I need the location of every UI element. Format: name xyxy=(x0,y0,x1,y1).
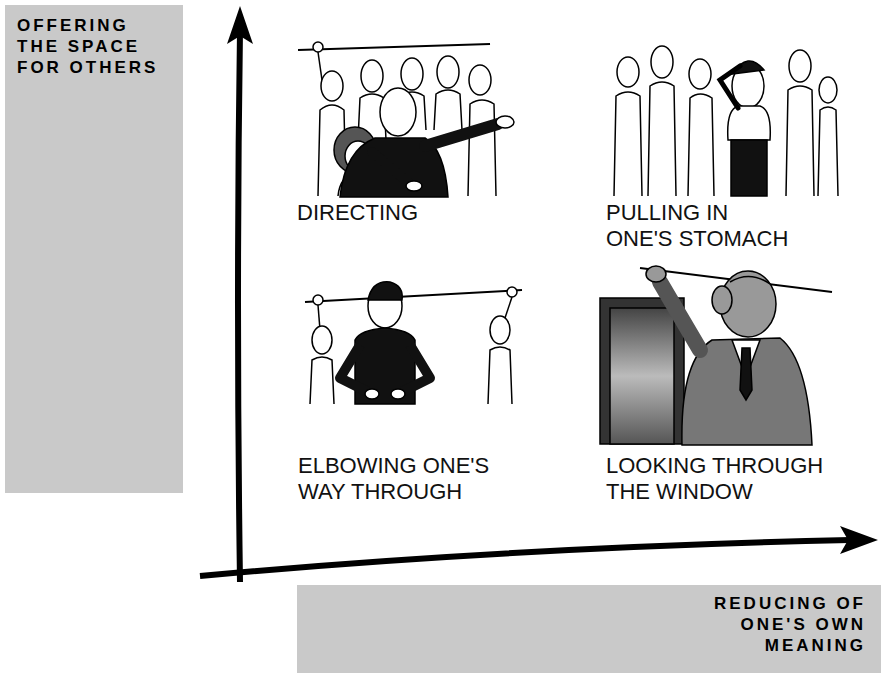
axis-label-band: OFFERING THE SPACE FOR OTHERS xyxy=(5,5,183,493)
cartoon-elbowing-part xyxy=(340,345,368,392)
horizontal-axis-part xyxy=(840,526,878,554)
cartoon-window-part xyxy=(600,298,684,444)
cartoon-elbowing xyxy=(305,282,522,404)
cartoon-elbowing-part xyxy=(391,389,405,399)
cartoon-elbowing-part xyxy=(365,389,379,399)
cartoon-window-part xyxy=(660,282,700,350)
cartoon-caption: LOOKING THROUGH THE WINDOW xyxy=(606,453,856,505)
cartoon-directing-part xyxy=(321,71,343,101)
cartoon-caption: DIRECTING xyxy=(297,200,547,226)
cartoon-window-part xyxy=(646,266,666,282)
cartoon-pulling-in-part xyxy=(651,46,673,78)
cartoon-window-part xyxy=(740,348,752,400)
cartoon-elbowing-part xyxy=(402,345,430,392)
cartoon-directing-part xyxy=(425,124,498,146)
axis-label: OFFERING THE SPACE FOR OTHERS xyxy=(17,15,167,78)
cartoon-window-part xyxy=(712,286,732,314)
cartoon-elbowing-part xyxy=(490,316,510,344)
cartoon-window-part xyxy=(730,276,770,284)
cartoon-elbowing-part xyxy=(505,297,512,318)
cartoon-pulling-in-part xyxy=(648,82,676,196)
cartoon-pulling-in-part xyxy=(720,66,740,108)
cartoon-directing-part xyxy=(401,58,423,90)
cartoon-caption: PULLING IN ONE'S STOMACH xyxy=(606,200,796,252)
horizontal-axis-part xyxy=(200,540,850,576)
cartoon-caption: ELBOWING ONE'S WAY THROUGH xyxy=(298,453,518,505)
axis-label: REDUCING OF ONE'S OWN MEANING xyxy=(681,593,866,656)
cartoon-directing-part xyxy=(406,181,422,191)
cartoon-pulling-in-part xyxy=(819,77,837,103)
cartoon-pulling-in-part xyxy=(614,92,642,196)
cartoon-pulling-in-part xyxy=(689,59,711,89)
cartoon-window xyxy=(600,266,832,445)
cartoon-pulling-in-part xyxy=(617,57,639,87)
cartoon-pulling-in-part xyxy=(728,106,771,140)
cartoon-elbowing-part xyxy=(313,295,323,305)
vertical-axis-part xyxy=(238,30,240,582)
cartoon-pulling-in-part xyxy=(789,50,811,82)
cartoon-directing-part xyxy=(437,56,459,88)
cartoon-directing-part xyxy=(469,65,491,95)
cartoon-directing xyxy=(298,42,514,197)
cartoon-elbowing-part xyxy=(368,282,402,300)
cartoon-directing-part xyxy=(298,44,490,50)
cartoon-directing-part xyxy=(434,90,462,130)
cartoon-pulling-in-part xyxy=(731,140,767,196)
cartoon-elbowing-part xyxy=(305,290,522,302)
cartoon-pulling-in xyxy=(614,46,838,196)
cartoon-pulling-in-part xyxy=(818,107,838,196)
vertical-axis-part xyxy=(227,6,253,44)
cartoon-elbowing-part xyxy=(488,347,512,404)
cartoon-window-part xyxy=(610,308,674,444)
cartoon-directing-part xyxy=(361,60,383,92)
cartoon-elbowing-part xyxy=(312,326,332,354)
cartoon-directing-part xyxy=(318,52,322,80)
cartoon-directing-part xyxy=(468,100,496,196)
cartoon-pulling-in-part xyxy=(786,86,814,196)
axis-label-band: REDUCING OF ONE'S OWN MEANING xyxy=(297,585,881,673)
cartoon-elbowing-part xyxy=(507,287,517,297)
cartoon-pulling-in-part xyxy=(688,94,714,196)
cartoon-directing-part xyxy=(380,88,416,136)
cartoon-directing-part xyxy=(496,116,514,128)
cartoon-directing-part xyxy=(372,152,408,182)
cartoon-elbowing-part xyxy=(310,357,334,404)
vertical-axis xyxy=(227,6,253,582)
horizontal-axis xyxy=(200,526,878,576)
cartoon-directing-part xyxy=(313,42,323,52)
